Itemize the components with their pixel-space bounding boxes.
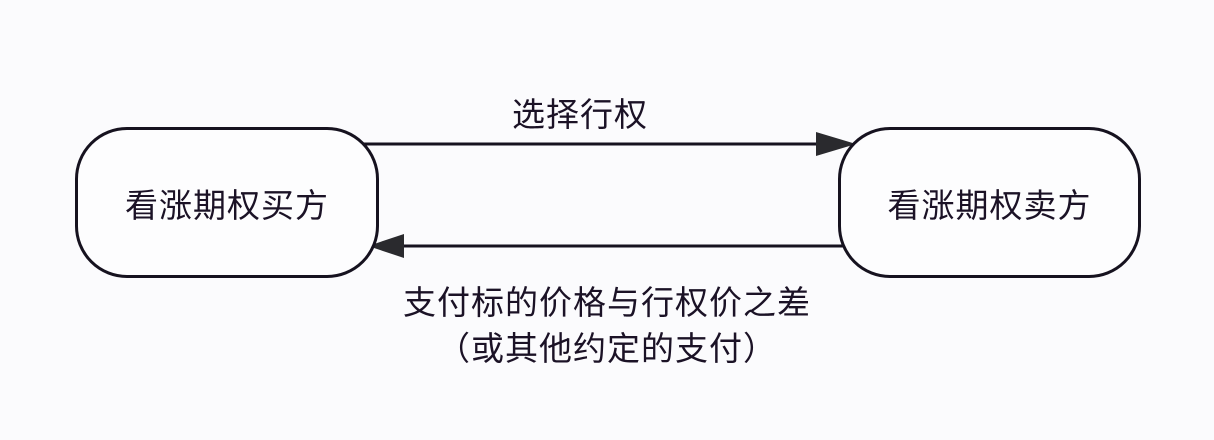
node-call-seller-label: 看涨期权卖方 xyxy=(887,185,1092,225)
arrow-exercise xyxy=(358,132,856,156)
edge-label-payment-line2: （或其他约定的支付） xyxy=(437,329,777,368)
node-call-seller: 看涨期权卖方 xyxy=(838,127,1141,278)
node-call-buyer: 看涨期权买方 xyxy=(75,127,379,278)
arrowhead-left-icon xyxy=(368,234,404,258)
arrowhead-right-icon xyxy=(816,132,856,156)
edge-label-payment-line1: 支付标的价格与行权价之差 xyxy=(403,283,811,322)
node-call-buyer-label: 看涨期权买方 xyxy=(125,185,329,225)
edge-label-exercise: 选择行权 xyxy=(512,95,648,134)
arrow-payment xyxy=(368,234,852,258)
